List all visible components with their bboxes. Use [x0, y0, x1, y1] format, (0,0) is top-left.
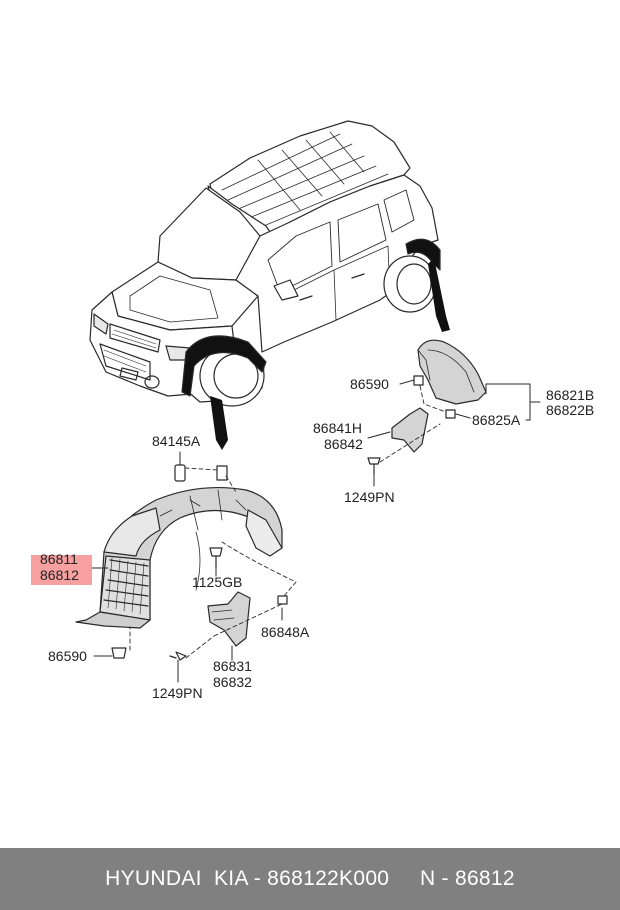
part-label-86812: 86812 [40, 567, 79, 583]
part-label-86848a: 86848A [261, 624, 310, 640]
diagram-drawing [75, 120, 541, 683]
mud-flap-icon [207, 591, 251, 647]
part-label-86590-left: 86590 [48, 648, 87, 664]
right-mud-flap-icon [391, 407, 429, 453]
part-label-86811: 86811 [40, 551, 78, 567]
footer-text: HYUNDAI KIA - 868122K000 N - 86812 [105, 867, 515, 890]
part-label-84145a: 84145A [152, 433, 201, 449]
clip-icon [174, 464, 228, 482]
part-label-86822b: 86822B [546, 402, 595, 418]
part-number-footer: HYUNDAI KIA - 868122K000 N - 86812 [0, 848, 620, 910]
part-label-86590-right: 86590 [350, 376, 389, 392]
right-nuts-icon [367, 375, 456, 475]
part-label-1249pn-left: 1249PN [152, 685, 203, 701]
part-label-86831: 86831 [213, 658, 252, 674]
screw-icon [209, 547, 223, 569]
parts-diagram: 84145A 86811 86812 1125GB 86590 86848A 8… [31, 120, 595, 701]
part-label-86825a: 86825A [472, 412, 521, 428]
part-label-86832: 86832 [213, 674, 252, 690]
nut-icon [111, 595, 288, 661]
car-illustration-icon [89, 120, 450, 450]
part-highlight [31, 555, 92, 585]
part-label-86821b: 86821B [546, 387, 595, 403]
part-label-86842: 86842 [324, 436, 363, 452]
part-label-1249pn-right: 1249PN [344, 489, 395, 505]
wheel-guard-icon [75, 486, 283, 629]
part-label-86841h: 86841H [313, 420, 363, 436]
part-label-1125gb: 1125GB [192, 574, 243, 590]
rear-guard-icon [417, 339, 487, 405]
